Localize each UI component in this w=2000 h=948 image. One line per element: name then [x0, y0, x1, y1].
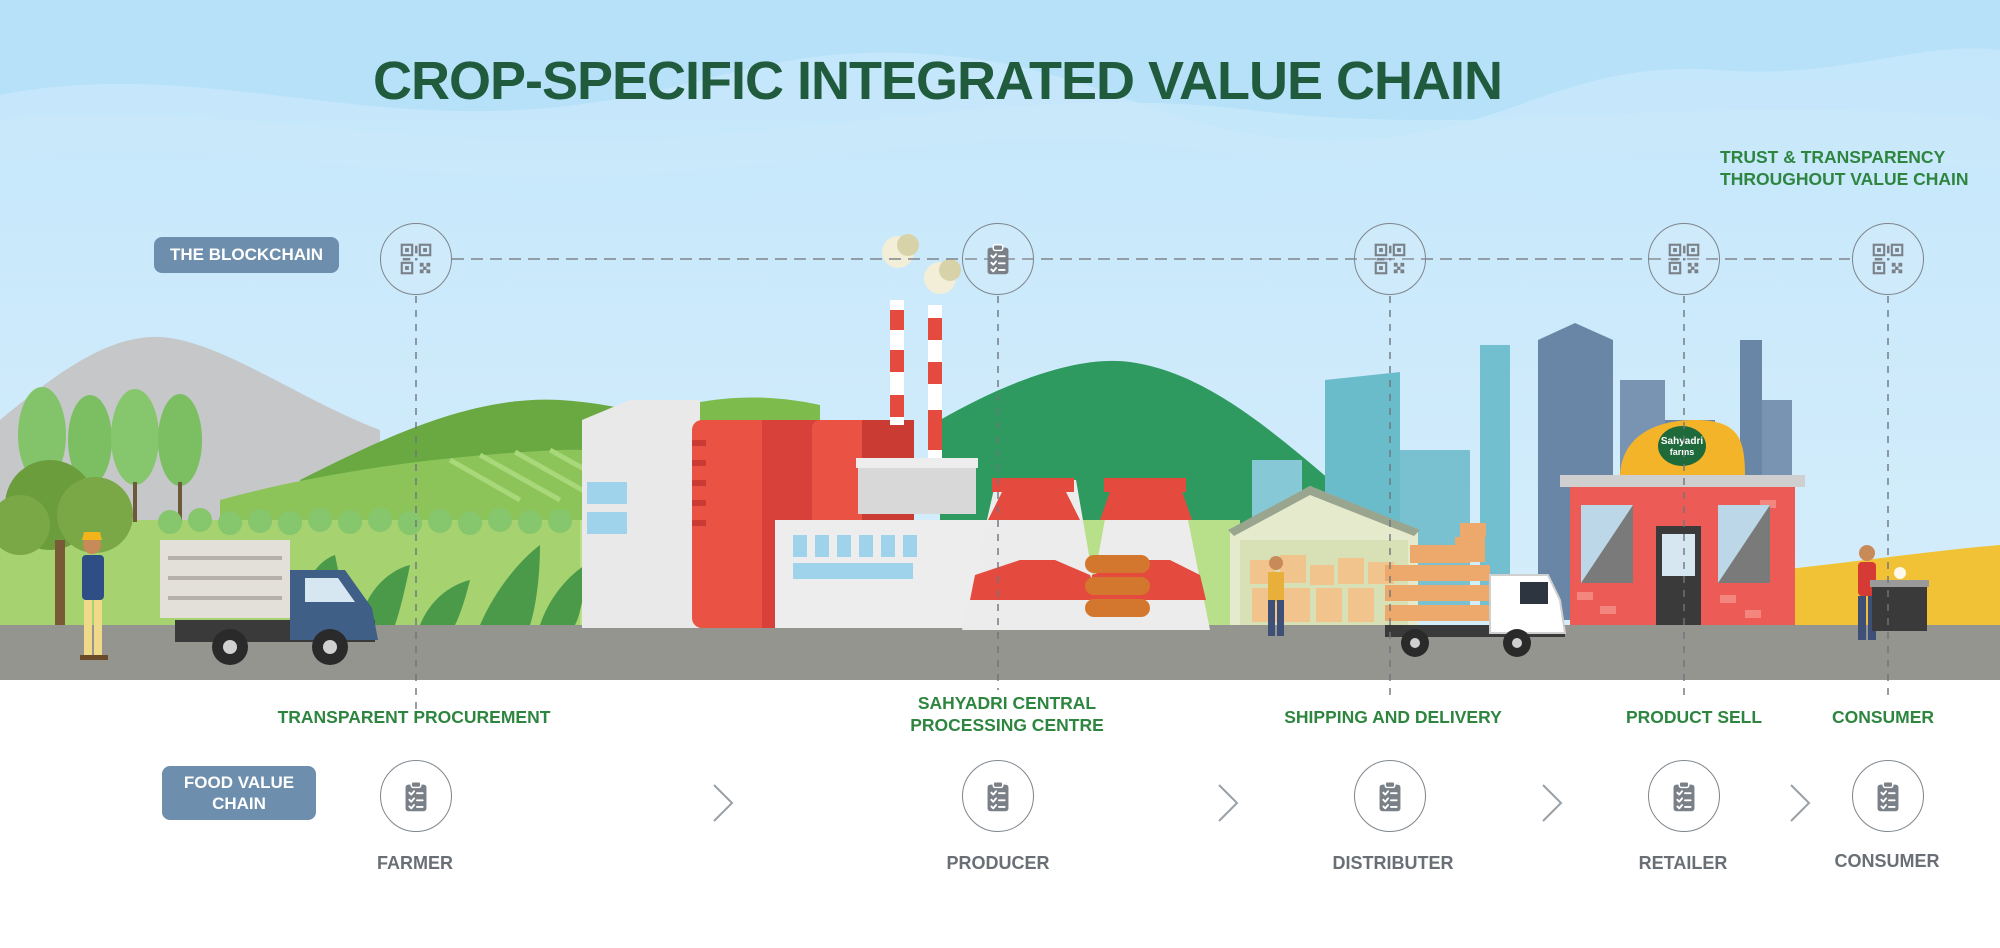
qr-code-icon: [1371, 240, 1409, 278]
blockchain-node-retailer: [1648, 223, 1720, 295]
value-chain-node-producer: [962, 760, 1034, 832]
stage-label-consumer: CONSUMER: [1832, 706, 1934, 728]
cloud-wisp: [0, 102, 2000, 178]
role-label-producer: PRODUCER: [946, 853, 1050, 873]
stage-label-line: CONSUMER: [1831, 707, 1935, 727]
blockchain-node-consumer: [1852, 223, 1924, 295]
trust-transparency-note: TRUST & TRANSPARENCY THROUGHOUT VALUE CH…: [1720, 146, 1969, 190]
page-title: CROP-SPECIFIC INTEGRATED VALUE CHAIN: [373, 51, 1503, 111]
consumer-figure: [1858, 545, 1929, 640]
processing-factory: [582, 234, 1210, 630]
stage-label-line: SHIPPING AND DELIVERY: [1284, 707, 1502, 727]
stage-label-line: SAHYADRI CENTRAL: [917, 693, 1097, 713]
role-label-distributer: DISTRIBUTER: [1332, 853, 1454, 873]
food-value-chain-line1: FOOD VALUE: [183, 773, 295, 792]
stage-label-central-processing: SAHYADRI CENTRAL PROCESSING CENTRE: [910, 692, 1104, 736]
retail-shop: Sahyadri farms: [1560, 420, 1805, 625]
clipboard-check-icon: [1869, 777, 1907, 815]
value-chain-node-retailer: [1648, 760, 1720, 832]
trust-note-line1: TRUST & TRANSPARENCY: [1720, 147, 1946, 167]
food-value-chain-line2: CHAIN: [212, 794, 266, 813]
round-tree: [0, 460, 133, 625]
trust-note-line2: THROUGHOUT VALUE CHAIN: [1720, 169, 1969, 189]
warehouse: [1228, 486, 1420, 636]
chevron-right-icon: [1542, 784, 1563, 822]
role-label-consumer: CONSUMER: [1834, 851, 1940, 871]
stage-label-line: PROCESSING CENTRE: [910, 715, 1104, 735]
stage-label-transparent-procurement: TRANSPARENT PROCUREMENT: [278, 706, 551, 728]
stage-connectors: [415, 296, 1889, 717]
stage-label-line: TRANSPARENT PROCUREMENT: [277, 707, 551, 727]
value-chain-node-farmer: [380, 760, 452, 832]
qr-code-icon: [1869, 240, 1907, 278]
hedge-row: [158, 508, 572, 535]
blockchain-node-distributer: [1354, 223, 1426, 295]
poplar-trees: [18, 387, 202, 522]
farm-truck: [160, 540, 378, 665]
clipboard-check-icon: [1371, 777, 1409, 815]
delivery-truck: [1385, 523, 1567, 657]
sahyadri-logo: [1658, 426, 1706, 466]
clipboard-check-icon: [979, 240, 1017, 278]
chevron-right-icon: [1790, 784, 1811, 822]
cloud-band: [0, 0, 2000, 141]
blockchain-label: THE BLOCKCHAIN: [154, 237, 339, 273]
value-chain-node-distributer: [1354, 760, 1426, 832]
blockchain-node-farmer: [380, 223, 452, 295]
worker-figure: [1268, 556, 1284, 636]
shop-sign-line2: farms: [1670, 447, 1695, 457]
farmer-figure: [80, 532, 108, 660]
qr-code-icon: [397, 240, 435, 278]
value-chain-node-consumer: [1852, 760, 1924, 832]
stage-label-product-sell: PRODUCT SELL: [1626, 706, 1762, 728]
qr-code-icon: [1665, 240, 1703, 278]
clipboard-check-icon: [397, 777, 435, 815]
stage-label-shipping-delivery: SHIPPING AND DELIVERY: [1284, 706, 1502, 728]
blockchain-node-producer: [962, 223, 1034, 295]
role-label-retailer: RETAILER: [1638, 853, 1728, 873]
clipboard-check-icon: [1665, 777, 1703, 815]
clipboard-check-icon: [979, 777, 1017, 815]
shop-sign-line1: Sahyadri: [1661, 436, 1703, 447]
food-value-chain-label: FOOD VALUE CHAIN: [162, 766, 316, 820]
role-label-farmer: FARMER: [377, 853, 453, 873]
stage-label-line: PRODUCT SELL: [1625, 707, 1763, 727]
chevron-right-icon: [1218, 784, 1239, 822]
chevron-right-icon: [713, 784, 734, 822]
